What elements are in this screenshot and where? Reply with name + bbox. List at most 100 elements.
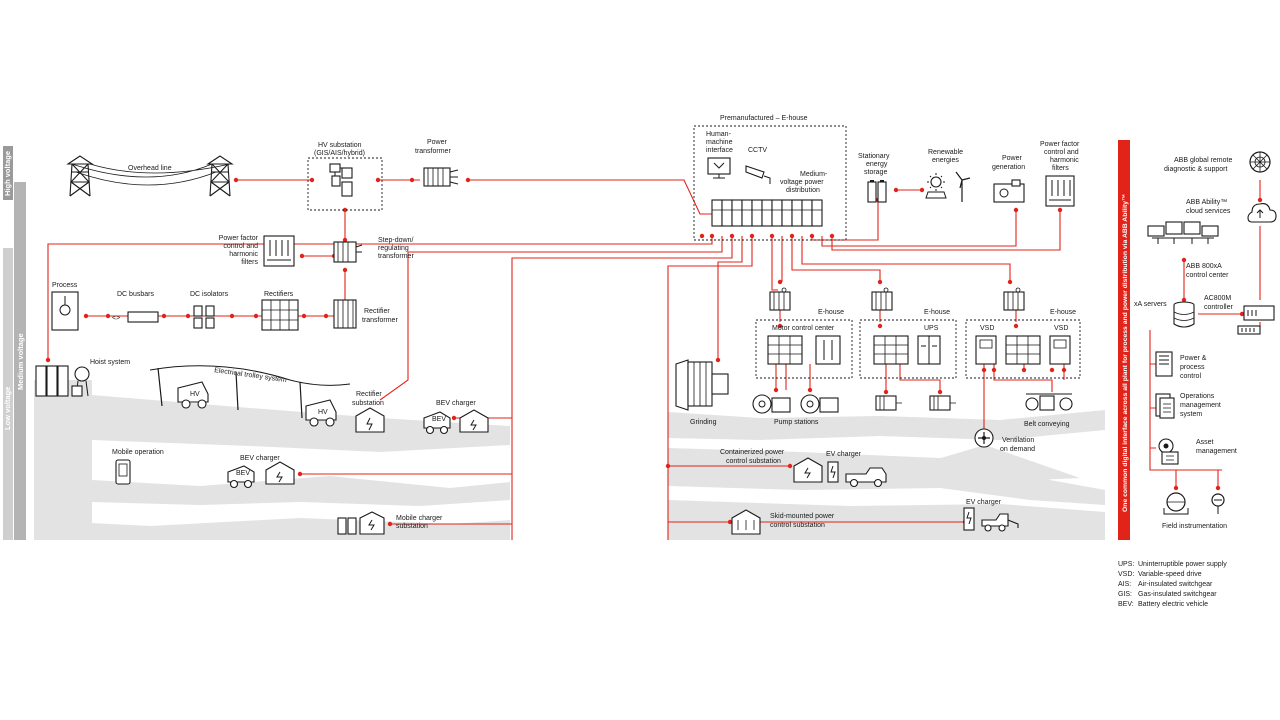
abb-cloud: ABB Ability™ cloud services	[1186, 199, 1277, 223]
connection-lines	[47, 179, 1261, 540]
mobile-phone-icon	[115, 459, 131, 485]
bev-charger-2-label: BEV charger	[240, 455, 280, 462]
ehouse-1-label: E-house	[818, 309, 844, 316]
low-voltage-label: Low voltage	[3, 387, 12, 430]
container-substation-icon	[793, 457, 823, 483]
dc-chain: Process DC busbars <> DC isolators Recti…	[51, 282, 299, 331]
line-transformer-to-ehouse	[468, 179, 716, 215]
pump-stations: Pump stations	[752, 394, 839, 426]
vsd-label-right: VSD	[1054, 325, 1068, 332]
rectifier-transformer: Rectifier transformer	[333, 299, 398, 329]
switchgear-icon	[329, 163, 353, 197]
pfc-left-label-2: control and	[223, 243, 258, 250]
grinding-mill-icon	[675, 359, 729, 411]
ehouse-2-label: E-house	[924, 309, 950, 316]
feeder-underground-main	[511, 236, 733, 540]
ventilation-label-2: on demand	[1000, 446, 1035, 453]
ehouse-3-label: E-house	[1050, 309, 1076, 316]
svg-text:BEV: BEV	[236, 470, 250, 477]
power-generation: Power generation	[992, 155, 1025, 203]
loader-icon	[981, 513, 1019, 532]
charger-station-icon	[265, 461, 295, 485]
mobile-charger-icon	[337, 511, 385, 535]
cloud-icon	[1247, 203, 1277, 223]
hv-tag: HV	[190, 391, 200, 398]
renewable-energies: Renewable energies	[925, 149, 971, 202]
medium-voltage-bar	[14, 182, 26, 540]
hv-substation: HV substation (GIS/AIS/hybrid)	[307, 142, 383, 211]
svg-text:BEV: BEV	[432, 416, 446, 423]
feeder-pfc-right	[831, 210, 1061, 251]
power-generation-label-2: generation	[992, 164, 1025, 171]
ehouse-ups: E-house UPS	[859, 309, 957, 379]
ev-charger-2-label: EV charger	[966, 499, 1002, 506]
power-generation-label-1: Power	[1002, 155, 1023, 162]
rectifiers-label: Rectifiers	[264, 291, 294, 298]
hmi-label-3: interface	[706, 147, 733, 154]
ops-label-1: Operations	[1180, 393, 1215, 400]
rectifier-substation-label-2: substation	[352, 400, 384, 407]
containerized-substation: Containerized power control substation E…	[720, 449, 887, 488]
flow-meter-icon	[1163, 492, 1189, 515]
mobile-charger-label-1: Mobile charger	[396, 515, 443, 522]
mobile-charger-label-2: substation	[396, 523, 428, 530]
ac800m-controller: AC800M controller	[1204, 295, 1275, 335]
mv-distribution-label-3: distribution	[786, 187, 820, 194]
transformer-icon	[769, 287, 791, 311]
globe-gear-icon	[1249, 151, 1271, 173]
haul-truck-icon: HV	[305, 399, 337, 427]
ehouse-vsd: E-house VSD VSD	[965, 309, 1081, 379]
ups-cabinet-icon	[917, 335, 941, 365]
mcc-cabinet-icon	[815, 335, 841, 365]
feeder-generation	[821, 210, 1017, 247]
generator-icon	[993, 179, 1025, 203]
ground-layer-top	[34, 380, 510, 452]
line-field-branches	[1175, 470, 1219, 488]
stationary-storage: Stationary energy storage	[858, 153, 890, 203]
overhead-line: Overhead line	[66, 155, 234, 197]
legend-abbr: AIS:	[1118, 581, 1131, 588]
pfc-filters-right: Power factor control and harmonic filter…	[1040, 141, 1080, 207]
field-instrumentation-label: Field instrumentation	[1162, 523, 1227, 530]
abb-remote-support: ABB global remote diagnostic & support	[1164, 151, 1271, 173]
power-transformer: Power transformer	[415, 139, 459, 187]
cctv-camera-icon	[745, 165, 771, 184]
feeder-grinding	[717, 236, 743, 360]
abb-cloud-label-2: cloud services	[1186, 208, 1231, 215]
underground-terrain-left	[34, 380, 510, 540]
ground-layer-middle	[92, 476, 510, 506]
pump-icon	[800, 394, 839, 414]
mobile-operation: Mobile operation	[112, 449, 164, 485]
containerized-label-1: Containerized power	[720, 449, 785, 456]
pfc-right-label-3: harmonic	[1050, 157, 1079, 164]
transformer-icon	[333, 299, 357, 329]
switchboard-icon	[873, 335, 909, 365]
mv-distribution-label-2: voltage power	[780, 179, 824, 186]
overhead-line-label: Overhead line	[128, 165, 172, 172]
bev-vehicle-icon: BEV	[423, 411, 451, 435]
svg-text:<>: <>	[112, 315, 120, 322]
filter-cabinet-icon	[1045, 175, 1075, 207]
ppc-label-1: Power &	[1180, 355, 1207, 362]
feeder-mcc	[771, 236, 778, 291]
ev-charger-icon	[827, 461, 839, 483]
bev-charger-1-label: BEV charger	[436, 400, 476, 407]
filter-cabinet-icon	[263, 235, 295, 267]
switchboard-icon	[1005, 335, 1041, 365]
legend-abbr: VSD:	[1118, 571, 1134, 578]
transformer-icon	[333, 241, 363, 263]
ventilation: Ventilation on demand	[974, 428, 1035, 453]
sun-icon	[925, 173, 947, 199]
legend-abbr: UPS:	[1118, 561, 1134, 568]
rectifier-icon	[261, 299, 299, 331]
ehouse-mcc: E-house Motor control center	[755, 309, 853, 379]
hoist-system: Hoist system	[35, 359, 130, 397]
step-down-label-3: transformer	[378, 253, 414, 260]
ups-motors	[875, 395, 956, 411]
fan-icon	[974, 428, 994, 448]
io-module-icon	[1237, 325, 1261, 335]
ops-label-2: management	[1180, 402, 1221, 409]
motor-icon	[929, 395, 956, 411]
skid-substation-icon	[731, 509, 761, 535]
operations-management: Operations management system	[1155, 393, 1221, 419]
